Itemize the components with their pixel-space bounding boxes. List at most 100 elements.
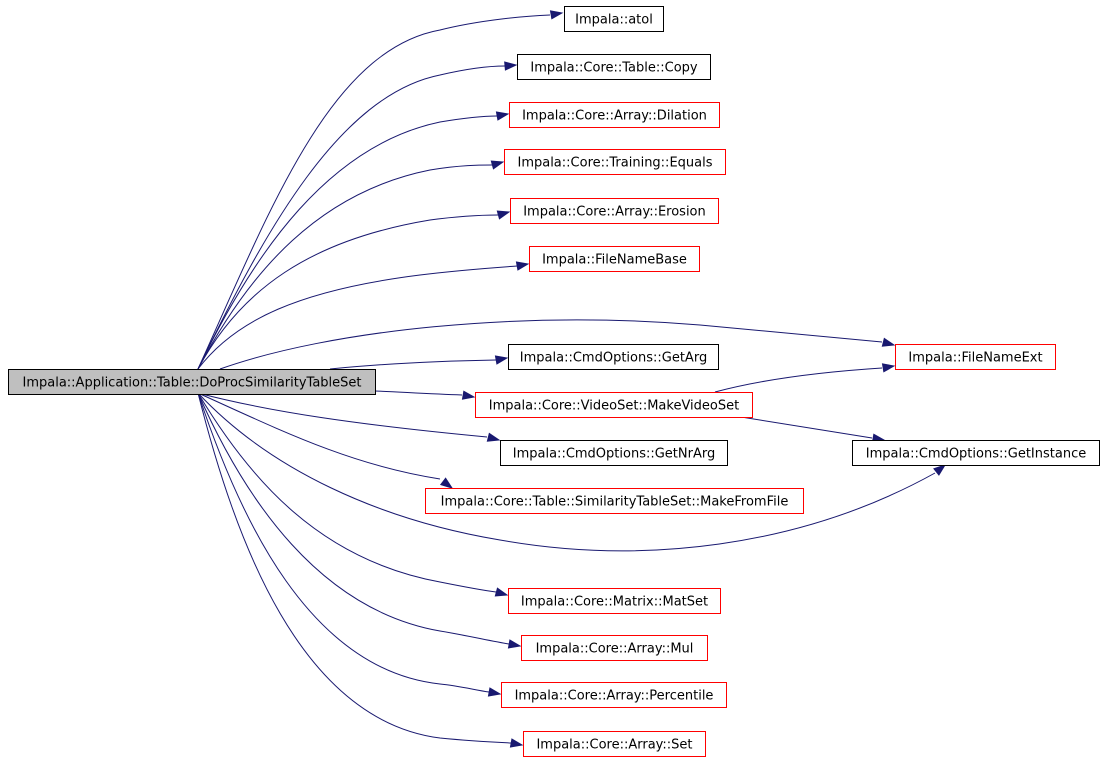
- node-copy[interactable]: Impala::Core::Table::Copy: [517, 54, 711, 80]
- root-node: Impala::Application::Table::DoProcSimila…: [8, 369, 376, 395]
- arrowhead-icon: [494, 587, 509, 597]
- arrowhead-icon: [486, 432, 501, 442]
- arrowhead-icon: [504, 61, 518, 71]
- arrowhead-icon: [515, 261, 530, 271]
- node-box: [425, 488, 804, 514]
- node-box: [508, 344, 719, 370]
- arrowhead-icon: [881, 363, 896, 373]
- edge-root-to-filenamebase: [197, 261, 530, 370]
- node-label: Impala::Core::Table::Copy: [530, 61, 698, 76]
- node-box: [529, 246, 700, 272]
- node-label: Impala::CmdOptions::GetArg: [520, 351, 707, 366]
- arrowhead-icon: [494, 355, 509, 365]
- node-atol[interactable]: Impala::atol: [564, 6, 664, 32]
- node-box: [475, 392, 753, 418]
- arrowhead-icon: [495, 111, 510, 121]
- edge-line: [197, 392, 510, 645]
- edge-root-to-atol: [197, 10, 564, 370]
- edge-root-to-makevideoset: [374, 390, 476, 400]
- node-makevideoset[interactable]: Impala::Core::VideoSet::MakeVideoSet: [475, 392, 753, 418]
- edge-layer: [197, 10, 947, 748]
- arrowhead-icon: [509, 738, 524, 748]
- node-label: Impala::CmdOptions::GetNrArg: [513, 447, 715, 462]
- node-label: Impala::CmdOptions::GetInstance: [866, 447, 1086, 462]
- node-label: Impala::Application::Table::DoProcSimila…: [23, 376, 362, 391]
- node-getarg[interactable]: Impala::CmdOptions::GetArg: [508, 344, 719, 370]
- node-box: [510, 198, 719, 224]
- node-label: Impala::atol: [575, 13, 653, 28]
- edge-line: [329, 359, 497, 370]
- edge-root-to-getnrarg: [197, 392, 501, 442]
- edge-root-to-dilation: [197, 111, 510, 370]
- node-makefromfile[interactable]: Impala::Core::Table::SimilarityTableSet:…: [425, 488, 804, 514]
- node-filenamebase[interactable]: Impala::FileNameBase: [529, 246, 700, 272]
- edge-root-to-equals: [197, 160, 505, 370]
- edge-root-to-mul: [197, 392, 522, 649]
- edge-line: [197, 14, 551, 370]
- edge-line: [197, 164, 493, 370]
- arrowhead-icon: [933, 464, 947, 476]
- node-box: [523, 731, 706, 757]
- node-label: Impala::Core::Array::Percentile: [515, 689, 714, 704]
- edge-line: [219, 319, 883, 370]
- node-label: Impala::Core::Training::Equals: [517, 156, 712, 171]
- edge-line: [197, 392, 512, 744]
- edge-root-to-set: [197, 392, 524, 748]
- node-box: [517, 54, 711, 80]
- edge-root-to-erosion: [197, 210, 511, 370]
- edge-line: [197, 115, 498, 370]
- edge-line: [374, 390, 463, 396]
- node-box: [564, 6, 664, 32]
- edge-root-to-getinstance: [197, 392, 947, 552]
- node-set[interactable]: Impala::Core::Array::Set: [523, 731, 706, 757]
- edge-root-to-makefromfile: [197, 392, 454, 489]
- edge-line: [197, 65, 506, 370]
- node-box: [509, 102, 720, 128]
- edge-line: [197, 392, 936, 552]
- node-percentile[interactable]: Impala::Core::Array::Percentile: [501, 682, 727, 708]
- node-label: Impala::Core::VideoSet::MakeVideoSet: [489, 399, 739, 414]
- node-erosion[interactable]: Impala::Core::Array::Erosion: [510, 198, 719, 224]
- node-box: [504, 149, 726, 175]
- arrowhead-icon: [881, 337, 896, 347]
- node-label: Impala::FileNameBase: [542, 253, 687, 268]
- node-getnrarg[interactable]: Impala::CmdOptions::GetNrArg: [500, 440, 728, 466]
- node-box: [8, 369, 376, 395]
- node-box: [508, 588, 721, 614]
- node-label: Impala::Core::Array::Erosion: [523, 205, 706, 220]
- edge-makevideoset-to-getinstance: [734, 415, 886, 443]
- arrowhead-icon: [487, 687, 502, 697]
- node-getinstance[interactable]: Impala::CmdOptions::GetInstance: [852, 440, 1100, 466]
- edge-root-to-copy: [197, 61, 518, 370]
- node-matset[interactable]: Impala::Core::Matrix::MatSet: [508, 588, 721, 614]
- edge-root-to-percentile: [197, 392, 502, 697]
- node-label: Impala::Core::Matrix::MatSet: [521, 595, 708, 610]
- node-filenameext[interactable]: Impala::FileNameExt: [895, 344, 1056, 370]
- node-label: Impala::FileNameExt: [908, 351, 1042, 366]
- edge-line: [197, 392, 488, 438]
- node-label: Impala::Core::Array::Dilation: [522, 109, 707, 124]
- node-label: Impala::Core::Table::SimilarityTableSet:…: [441, 495, 789, 510]
- node-label: Impala::Core::Array::Set: [536, 738, 692, 753]
- edge-line: [197, 392, 490, 693]
- edge-root-to-getarg: [329, 355, 509, 370]
- edge-line: [197, 265, 518, 370]
- node-label: Impala::Core::Array::Mul: [536, 642, 694, 657]
- node-equals[interactable]: Impala::Core::Training::Equals: [504, 149, 726, 175]
- edge-line: [197, 392, 441, 480]
- arrowhead-icon: [490, 160, 505, 170]
- edge-root-to-filenameext: [219, 319, 896, 370]
- arrowhead-icon: [507, 639, 522, 649]
- arrowhead-icon: [549, 10, 564, 20]
- node-layer: Impala::Application::Table::DoProcSimila…: [8, 6, 1100, 757]
- arrowhead-icon: [439, 477, 454, 489]
- node-box: [521, 635, 708, 661]
- edge-root-to-matset: [197, 392, 509, 597]
- node-mul[interactable]: Impala::Core::Array::Mul: [521, 635, 708, 661]
- node-box: [852, 440, 1100, 466]
- node-box: [895, 344, 1056, 370]
- node-box: [500, 440, 728, 466]
- node-dilation[interactable]: Impala::Core::Array::Dilation: [509, 102, 720, 128]
- edge-line: [197, 214, 499, 370]
